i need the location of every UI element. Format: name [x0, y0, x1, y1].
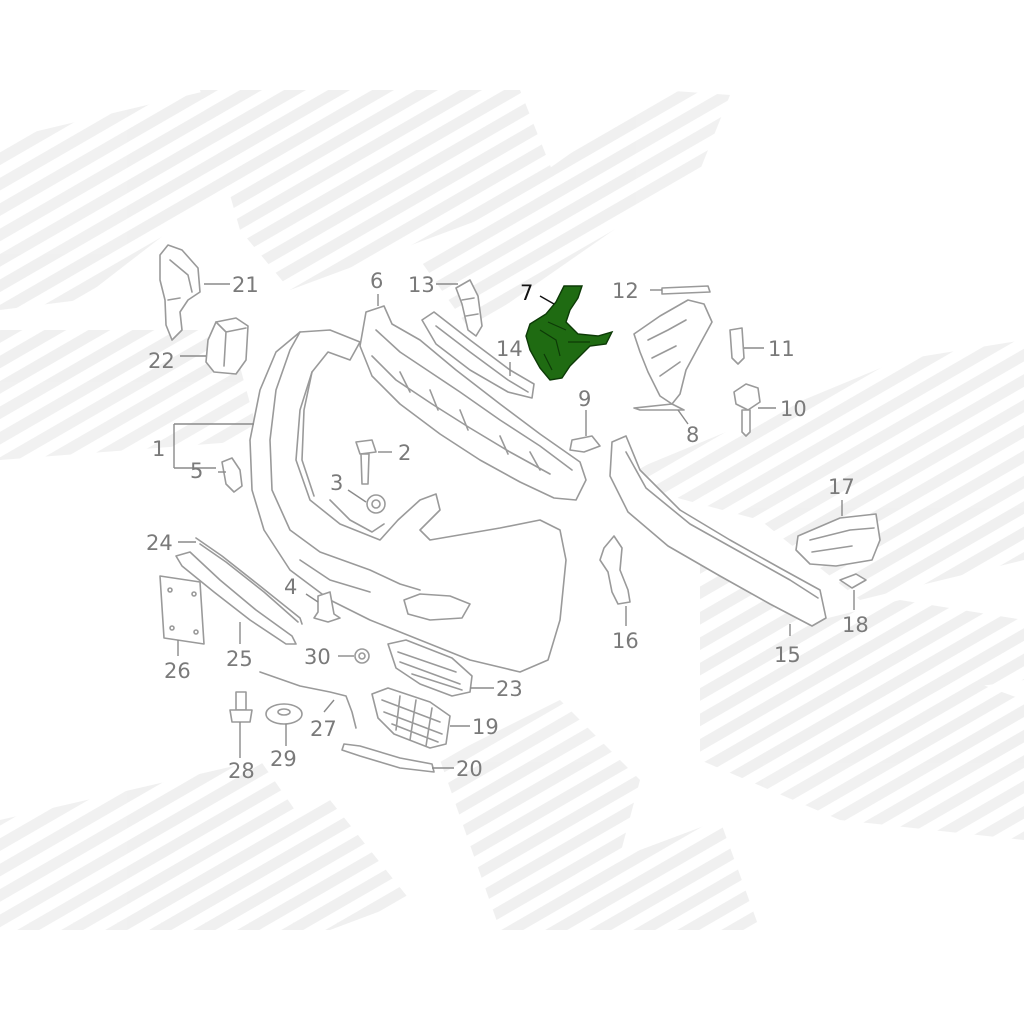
- callout-9: 9: [578, 387, 591, 411]
- callout-1: 1: [152, 437, 165, 461]
- callout-13: 13: [408, 273, 435, 297]
- callout-23: 23: [496, 677, 523, 701]
- part-2-screw: [355, 439, 377, 485]
- callout-8: 8: [686, 423, 699, 447]
- part-7-bumper-bracket: [525, 285, 614, 381]
- part-10-push-pin: [733, 383, 761, 437]
- part-16-beam-bracket: [599, 535, 631, 605]
- part-11-clip: [729, 327, 745, 365]
- callout-28: 28: [228, 759, 255, 783]
- parts: [159, 244, 881, 773]
- callout-22: 22: [148, 349, 175, 373]
- callout-27: 27: [310, 717, 337, 741]
- callout-11: 11: [768, 337, 795, 361]
- part-26-license-plate-bracket: [159, 575, 205, 645]
- callout-4: 4: [284, 575, 297, 599]
- callout-26: 26: [164, 659, 191, 683]
- part-28-bolt: [229, 691, 253, 723]
- part-29-washer: [265, 703, 303, 725]
- callout-18: 18: [842, 613, 869, 637]
- part-13-side-bracket: [455, 279, 483, 337]
- callout-21: 21: [232, 273, 259, 297]
- part-1-bumper-cover: [249, 329, 567, 673]
- callout-25: 25: [226, 647, 253, 671]
- part-20-lower-strip: [341, 743, 435, 773]
- part-8-side-bracket: [633, 299, 713, 411]
- callout-24: 24: [146, 531, 173, 555]
- part-14-absorber-strip: [421, 311, 535, 399]
- part-18-small-plate: [839, 573, 867, 589]
- watermark: [0, 90, 1024, 930]
- callout-5: 5: [190, 459, 203, 483]
- part-9-clip: [569, 435, 601, 453]
- part-27-trim-strip: [259, 671, 357, 729]
- part-23-lower-grille: [387, 639, 473, 697]
- callout-20: 20: [456, 757, 483, 781]
- part-17-holder: [795, 513, 881, 567]
- callout-14: 14: [496, 337, 523, 361]
- callout-15: 15: [774, 643, 801, 667]
- callout-17: 17: [828, 475, 855, 499]
- callout-3: 3: [330, 471, 343, 495]
- part-15-bumper-beam: [609, 435, 827, 627]
- part-25-grille-trim: [175, 551, 297, 645]
- callout-2: 2: [398, 441, 411, 465]
- callout-10: 10: [780, 397, 807, 421]
- part-5-tow-hook-cover: [221, 457, 243, 493]
- part-12-rod: [661, 285, 711, 295]
- callout-30: 30: [304, 645, 331, 669]
- callout-7: 7: [520, 281, 533, 305]
- callout-6: 6: [370, 269, 383, 293]
- callout-12: 12: [612, 279, 639, 303]
- callout-16: 16: [612, 629, 639, 653]
- leader-lines: [173, 283, 855, 769]
- callout-29: 29: [270, 747, 297, 771]
- callout-labels: 21 22 1 5 2 3 6 7 13 12 14 11 10 8 9 17 …: [146, 269, 869, 783]
- callout-19: 19: [472, 715, 499, 739]
- part-30-clip: [354, 648, 370, 664]
- part-24-trim-strip: [195, 537, 303, 625]
- part-22-mount-block: [205, 317, 249, 375]
- part-4-plug: [313, 591, 341, 623]
- part-19-mesh-grille: [371, 687, 451, 749]
- part-3-nut: [366, 494, 386, 514]
- part-21-arch-liner-bracket: [159, 244, 201, 341]
- part-6-bumper-carrier: [359, 305, 587, 501]
